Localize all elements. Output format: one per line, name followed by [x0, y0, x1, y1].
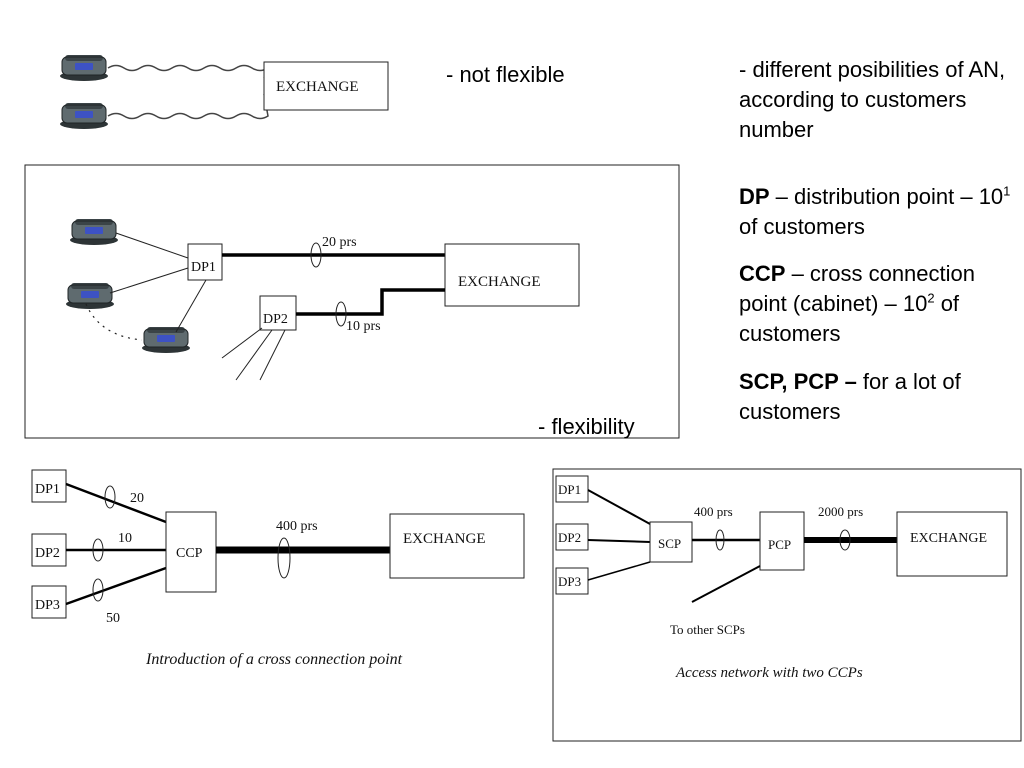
term-dp: DP: [739, 184, 770, 209]
definition-dp-text: – distribution point – 10: [769, 184, 1004, 209]
cable-10-pairs: [296, 288, 445, 316]
exchange-box: [263, 61, 389, 111]
other-scps-label: To other SCPs: [670, 622, 745, 637]
dp1-box: [187, 243, 223, 281]
dp3-label: DP3: [35, 598, 60, 613]
scp-box: [649, 521, 693, 563]
dp3-label: DP3: [558, 574, 581, 589]
figure-two-ccps: DP1 DP2 DP3 SCP 400 prs PCP 2000 prs EXC…: [552, 468, 1022, 742]
exchange-label: EXCHANGE: [276, 79, 359, 95]
definition-dp-tail: of customers: [739, 214, 865, 239]
ccp-label: CCP: [176, 546, 203, 561]
pcp-box: [759, 511, 805, 571]
dp2-label: DP2: [558, 530, 581, 545]
telephone-icon: [59, 102, 109, 130]
exchange-box: [444, 243, 580, 307]
count-20: 20: [130, 491, 144, 506]
pairs-label-bottom: 10 prs: [346, 319, 381, 334]
caption: Access network with two CCPs: [675, 665, 863, 681]
dp1-label: DP1: [35, 482, 60, 497]
pairs-label-pcp: 2000 prs: [818, 504, 863, 519]
exchange-box: [896, 511, 1008, 577]
twisted-cable: [107, 93, 269, 120]
note-possibilities: - different posibilities of AN, accordin…: [739, 57, 1006, 142]
exchange-label: EXCHANGE: [403, 531, 486, 547]
dp2-box: [31, 533, 67, 567]
dp1-label: DP1: [191, 260, 216, 275]
exchange-label: EXCHANGE: [910, 531, 987, 546]
figure-distribution-points: DP1 20 prs EXCHANGE DP2 10 prs: [24, 164, 680, 439]
definition-scp-pcp-text: for a lot of customers: [739, 369, 961, 424]
definition-ccp-text: – cross connection point (cabinet) – 10: [739, 261, 975, 316]
dp3-box: [31, 585, 67, 619]
figure-direct-connection: EXCHANGE: [59, 54, 389, 130]
dp1-box: [31, 469, 67, 503]
caption: Introduction of a cross connection point: [145, 651, 403, 668]
term-ccp: CCP: [739, 261, 786, 286]
exponent: 1: [1003, 183, 1011, 199]
dotted-line: [85, 303, 143, 341]
telephone-icon: [59, 54, 109, 82]
figure-frame: [24, 164, 680, 439]
twisted-cable: [107, 64, 270, 79]
count-10: 10: [118, 531, 132, 546]
telephone-icon: [65, 282, 115, 310]
dp2-label: DP2: [35, 546, 60, 561]
note-not-flexible: - not flexible: [446, 62, 565, 87]
figure-cross-connection-point: DP1 DP2 DP3 20 10 50 CCP 400 prs EXCHANG…: [31, 469, 525, 668]
pcp-label: PCP: [768, 537, 791, 552]
dp3-box: [555, 567, 589, 595]
pairs-label-scp: 400 prs: [694, 504, 733, 519]
count-50: 50: [106, 611, 120, 626]
pairs-label: 400 prs: [276, 519, 318, 534]
dp2-box: [259, 295, 297, 331]
pairs-label-top: 20 prs: [322, 235, 357, 250]
dp2-box: [555, 523, 589, 551]
note-flexibility: - flexibility: [538, 414, 635, 439]
exchange-label: EXCHANGE: [458, 274, 541, 290]
exchange-box: [389, 513, 525, 579]
dp1-box: [555, 475, 589, 503]
dp1-label: DP1: [558, 482, 581, 497]
dp2-label: DP2: [263, 312, 288, 327]
definition-ccp-tail: of customers: [739, 291, 960, 346]
definition-scp-pcp: SCP, PCP – for a lot of customers: [739, 367, 1019, 427]
figure-frame: [552, 468, 1022, 742]
exponent: 2: [927, 290, 935, 306]
telephone-icon: [69, 218, 119, 246]
scp-label: SCP: [658, 536, 681, 551]
telephone-icon: [141, 326, 191, 354]
definition-dp: DP – distribution point – 101 of custome…: [739, 182, 1019, 242]
definition-ccp: CCP – cross connection point (cabinet) –…: [739, 259, 1021, 349]
ccp-box: [165, 511, 217, 593]
term-scp-pcp: SCP, PCP –: [739, 369, 857, 394]
